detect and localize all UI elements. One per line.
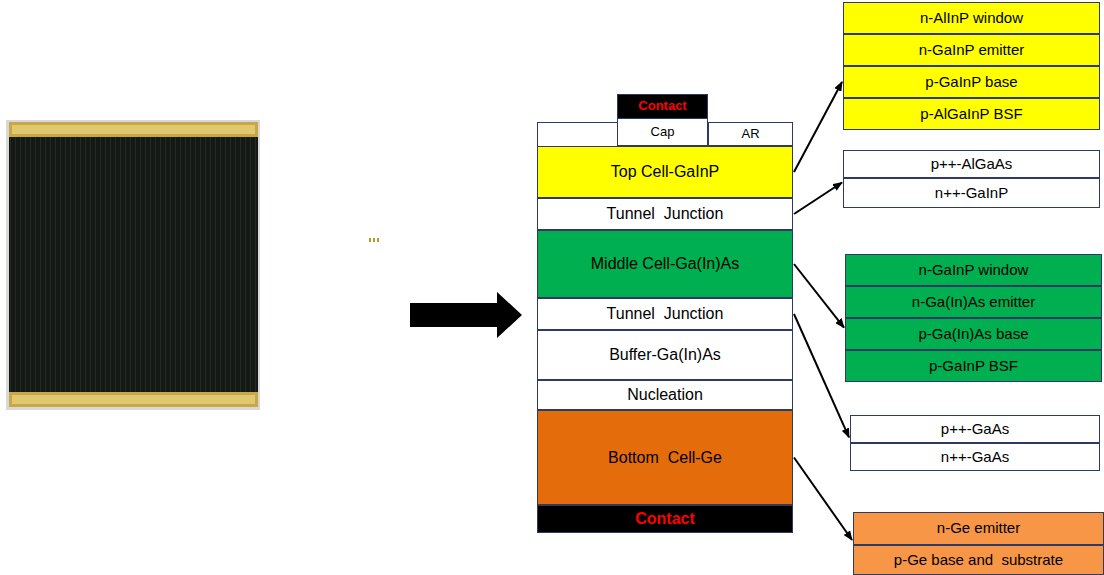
detail-layer: p-GaInP base	[843, 66, 1100, 98]
detail-layer: n-Ga(In)As emitter	[845, 286, 1102, 318]
layer-label: AR	[741, 127, 759, 141]
solar-cell-photo	[6, 120, 379, 410]
layer-label: n-AlInP window	[920, 10, 1023, 27]
callout-arrow	[794, 264, 844, 328]
subcell-layer: Middle Cell-Ga(In)As	[537, 230, 793, 298]
callout-arrow	[794, 82, 842, 172]
detail-layer: n-Ge emitter	[853, 512, 1104, 545]
layer-label: p-GaInP BSF	[929, 358, 1018, 375]
callout-arrow	[794, 314, 849, 437]
cap-layer: Cap	[617, 118, 708, 146]
layer-label: n-GaInP window	[919, 262, 1029, 279]
detail-layer: p++-GaAs	[850, 415, 1100, 443]
tunnel-layer: Tunnel Junction	[537, 298, 793, 330]
layer-label: Contact	[635, 510, 695, 528]
layer-label: Tunnel Junction	[607, 305, 724, 323]
layer-label: Bottom Cell-Ge	[608, 449, 722, 467]
contact-layer: Contact	[537, 505, 793, 533]
detail-layer: p++-AlGaAs	[843, 150, 1100, 178]
detail-layer: p-Ga(In)As base	[845, 318, 1102, 350]
layer-label: n-Ga(In)As emitter	[912, 294, 1035, 311]
detail-layer: n-AlInP window	[843, 2, 1100, 34]
callout-arrow	[794, 458, 852, 541]
layer-label: Middle Cell-Ga(In)As	[591, 255, 739, 273]
detail-layer: p-Ge base and substrate	[853, 545, 1104, 575]
layer-label: Contact	[638, 99, 686, 113]
detail-layer: n-GaInP emitter	[843, 34, 1100, 66]
subcell-layer: Bottom Cell-Ge	[537, 410, 793, 505]
big-arrow	[410, 292, 522, 338]
layer-label: Buffer-Ga(In)As	[609, 346, 721, 364]
detail-layer: p-GaInP BSF	[845, 350, 1102, 382]
ar-layer	[538, 123, 618, 147]
ar-layer: AR	[708, 122, 793, 146]
layer-label: Top Cell-GaInP	[611, 163, 720, 181]
contact-layer: Contact	[617, 94, 708, 119]
subcell-layer: Top Cell-GaInP	[537, 146, 793, 198]
layer-label: p-Ga(In)As base	[918, 326, 1028, 343]
tunnel-layer: Tunnel Junction	[537, 198, 793, 230]
detail-layer: n++-GaInP	[843, 178, 1100, 208]
detail-layer: p-AlGaInP BSF	[843, 98, 1100, 130]
layer-label: Cap	[651, 125, 675, 139]
layer-label: n++-GaAs	[941, 449, 1009, 466]
layer-label: p-Ge base and substrate	[894, 552, 1063, 569]
detail-layer: n++-GaAs	[850, 443, 1100, 471]
callout-arrow	[794, 183, 842, 215]
detail-layer: n-GaInP window	[845, 254, 1102, 286]
layer-label: p-AlGaInP BSF	[920, 106, 1022, 123]
layer-label: p++-GaAs	[941, 421, 1009, 438]
layer-label: p-GaInP base	[925, 74, 1017, 91]
layer-label: Tunnel Junction	[607, 205, 724, 223]
layer-label: n-Ge emitter	[937, 520, 1020, 537]
layer-label: Nucleation	[627, 386, 703, 404]
buffer-layer: Buffer-Ga(In)As	[537, 330, 793, 380]
layer-label: n++-GaInP	[935, 185, 1008, 202]
layer-label: p++-AlGaAs	[931, 156, 1013, 173]
nucleation-layer: Nucleation	[537, 380, 793, 410]
layer-label: n-GaInP emitter	[919, 42, 1025, 59]
